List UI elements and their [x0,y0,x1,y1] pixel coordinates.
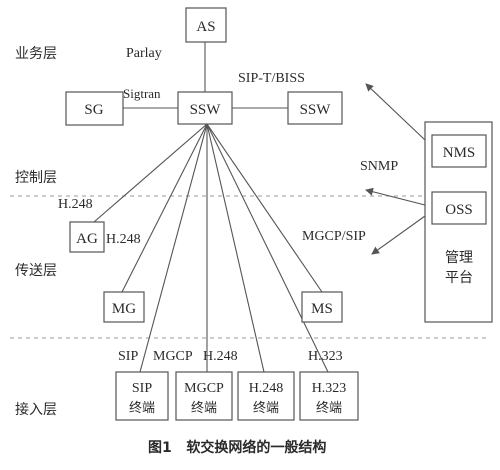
terminal-h323-line1: H.323 [312,381,347,396]
protocol-sip-t-biss: SIP-T/BISS [238,71,305,86]
layer-label-control: 控制层 [15,170,57,186]
terminal-h248-line2: 终端 [253,400,279,416]
terminal-sip-line1: SIP [132,381,152,396]
link-ssw-ms [206,123,323,293]
mg-node: MG [103,291,145,323]
protocol-mgcp: MGCP [153,349,193,364]
arrow-oss-transport [371,215,426,255]
protocol-sip: SIP [118,349,138,364]
nms-box [431,134,487,168]
terminal-sip-line2: 终端 [129,400,155,416]
terminal-mgcp-line2: 终端 [191,400,217,416]
as-node: AS [185,7,227,43]
mgmt-label-line2: 平台 [445,270,473,286]
sg-node: SG [65,91,124,126]
management-platform: NMS OSS 管理 平台 [424,121,493,323]
figure-caption: 图1 软交换网络的一般结构 [148,439,326,456]
protocol-h248-ag-side: H.248 [106,232,141,247]
terminal-h323: H.323 终端 [299,371,359,421]
link-ssw-sip-terminal [139,123,208,373]
as-label: AS [196,19,215,35]
protocol-h248-ag-upper: H.248 [58,197,93,212]
oss-box [431,191,487,225]
sg-label: SG [84,102,103,118]
terminal-mgcp: MGCP 终端 [175,371,233,421]
protocol-h248-terminal: H.248 [203,349,238,364]
oss-label: OSS [445,202,473,218]
terminal-h323-line2: 终端 [316,400,342,416]
protocol-sigtran: Sigtran [123,86,161,101]
protocol-h323: H.323 [308,349,343,364]
terminal-h248: H.248 终端 [237,371,295,421]
protocol-mgcp-sip: MGCP/SIP [302,229,366,244]
arrow-nms-up [365,83,426,141]
ag-node: AG [69,221,105,253]
mg-label: MG [112,301,136,317]
link-ssw-h323-terminal [206,123,329,373]
ag-label: AG [76,231,98,247]
terminal-mgcp-line1: MGCP [184,381,224,396]
ms-node: MS [301,291,343,323]
layer-label-access: 接入层 [15,401,57,418]
link-ssw-mg [121,123,208,293]
mgmt-label-line1: 管理 [445,250,473,266]
terminal-h248-line1: H.248 [249,381,284,396]
arrow-oss-control [365,187,426,206]
terminal-sip: SIP 终端 [115,371,169,421]
ms-label: MS [311,301,333,317]
layer-label-service: 业务层 [15,46,57,62]
link-ssw-ag [93,123,208,223]
ssw-peer-node: SSW [287,91,343,125]
protocol-snmp: SNMP [360,159,398,174]
protocol-parlay: Parlay [126,46,162,61]
nms-label: NMS [443,145,476,161]
layer-label-transport: 传送层 [15,263,57,279]
ssw-main-node: SSW [177,91,233,125]
ssw-main-label: SSW [190,102,222,118]
link-ssw-h248-terminal [206,123,265,373]
ssw-peer-label: SSW [300,102,332,118]
